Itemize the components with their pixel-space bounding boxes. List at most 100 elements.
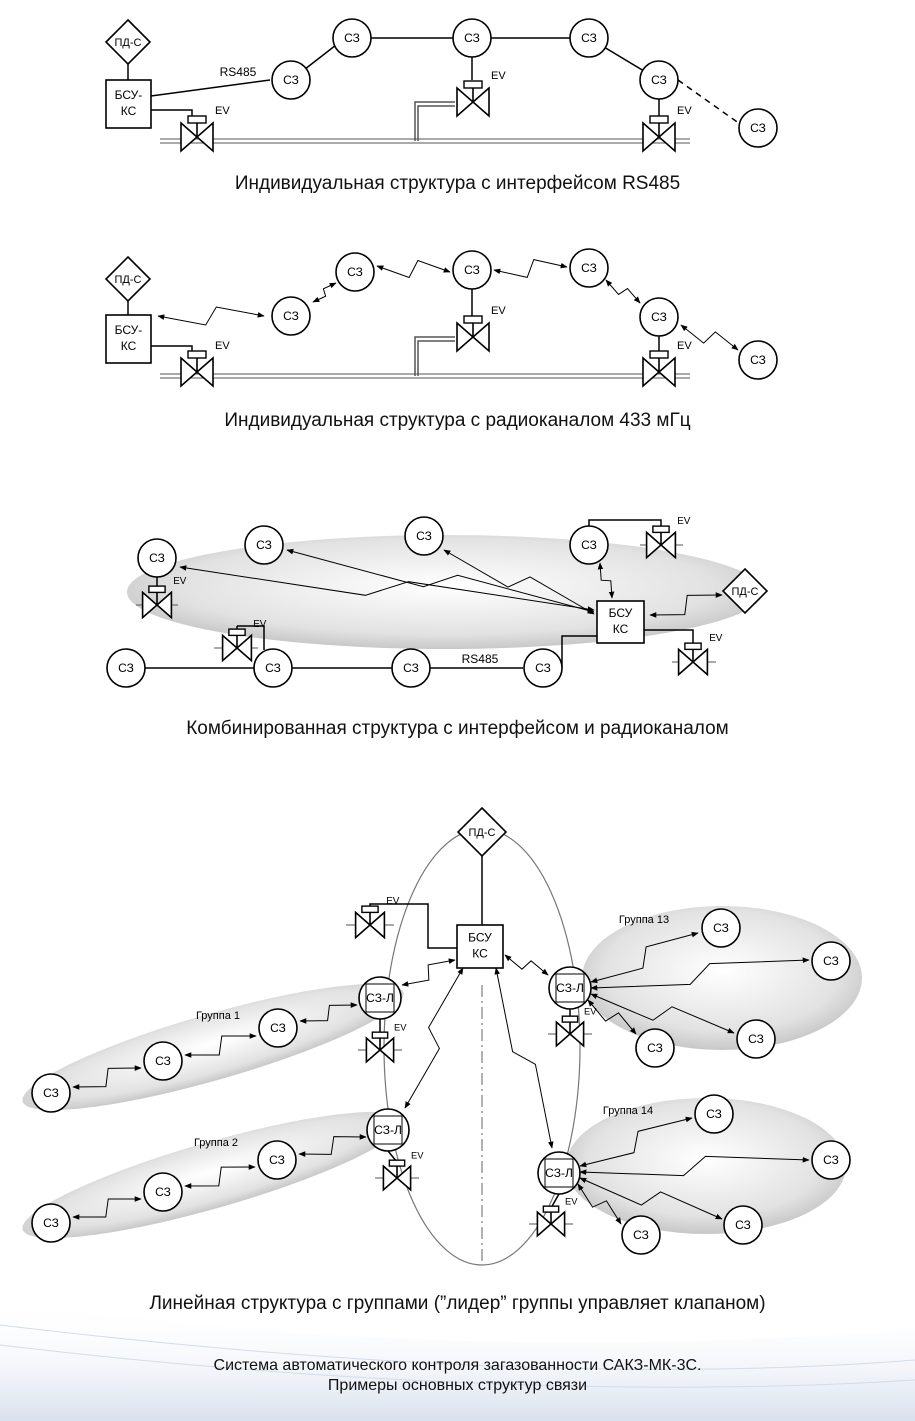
valve-label: EV xyxy=(386,896,400,907)
sensor-circle xyxy=(143,1172,183,1212)
controller-node: БСУ-КС xyxy=(105,79,152,129)
valve-left xyxy=(180,121,199,153)
rs485-line xyxy=(561,635,597,668)
leader-square xyxy=(555,973,585,1003)
group-label: Группа 1 xyxy=(196,1010,240,1022)
rs485-link xyxy=(150,79,271,97)
valve-label: EV xyxy=(411,1150,424,1160)
valve-left xyxy=(645,530,663,560)
controller-node: БСУ-КС xyxy=(105,314,152,364)
group-1-zone xyxy=(22,983,404,1111)
radio-link xyxy=(680,324,739,351)
background-waves xyxy=(0,1300,915,1421)
valve-actuator xyxy=(388,1159,406,1167)
valve-left xyxy=(642,356,661,388)
sensor-label: СЗ xyxy=(269,1153,285,1167)
sensor-label: СЗ xyxy=(265,661,281,675)
valve-actuator xyxy=(463,80,483,89)
sensor-label: СЗ xyxy=(344,31,360,45)
sensor-node: СЗ xyxy=(257,1140,297,1180)
sensor-node: СЗ xyxy=(523,648,563,688)
sensor-label: СЗ xyxy=(43,1086,59,1100)
sensor-circle xyxy=(335,252,375,292)
panel-node: ПД-С xyxy=(104,255,152,303)
sensor-node: СЗ xyxy=(736,1019,776,1059)
valve-right xyxy=(235,633,253,663)
sensor-label: СЗ xyxy=(464,263,480,277)
sensor-label: СЗ xyxy=(748,1032,764,1046)
sensor-circle xyxy=(569,18,609,58)
sensor-label: СЗ xyxy=(403,661,419,675)
radio-link xyxy=(312,282,337,303)
sensor-node: СЗ xyxy=(271,60,311,100)
sensor-label: СЗ xyxy=(155,1054,171,1068)
sensor-label: СЗ xyxy=(713,921,729,935)
caption-radio-structure: Индивидуальная структура с радиоканалом … xyxy=(224,410,691,431)
panel-label: ПД-С xyxy=(115,274,142,286)
valve-actuator xyxy=(187,115,207,124)
radio-link xyxy=(579,1155,810,1177)
valve-node: EV xyxy=(221,619,267,663)
leader-circle xyxy=(366,1108,410,1152)
sensor-node: СЗ xyxy=(639,297,679,337)
sensor-node: СЗ xyxy=(404,516,444,556)
valve-right xyxy=(568,1020,585,1048)
sensor-circle xyxy=(332,18,372,58)
sensor-node: СЗ xyxy=(569,18,609,58)
valve-label: EV xyxy=(584,1006,597,1016)
valve-actuator xyxy=(542,1205,560,1213)
valve-node: EV xyxy=(180,105,230,153)
sensor-circle xyxy=(723,1205,763,1245)
valve-left xyxy=(365,1036,382,1064)
sensor-circle xyxy=(271,296,311,336)
sensor-label: СЗ xyxy=(735,1218,751,1232)
valve-actuator xyxy=(463,315,483,324)
radio-link xyxy=(157,306,265,326)
leader-label: СЗ-Л xyxy=(366,991,394,1005)
radio-link xyxy=(72,1065,142,1090)
valve-node: EV xyxy=(642,105,692,153)
sensor-node: СЗ xyxy=(635,1028,675,1068)
valve-right xyxy=(195,121,214,153)
radio-link xyxy=(605,279,641,304)
controller-label-top: БСУ xyxy=(609,606,633,620)
sensor-label: СЗ xyxy=(651,73,667,87)
valve-left xyxy=(354,910,372,940)
valve-node: EV xyxy=(645,516,691,560)
valve-node: EV xyxy=(456,70,506,118)
sensor-circle xyxy=(106,648,146,688)
sensor-node: СЗ xyxy=(694,1094,734,1134)
valve-node: EV xyxy=(536,1196,578,1238)
sensor-label: СЗ xyxy=(256,538,272,552)
radio-link xyxy=(493,259,568,278)
panel-diamond xyxy=(456,806,508,858)
valve-actuator xyxy=(148,585,166,594)
valve-label: EV xyxy=(677,516,691,527)
sensor-node: СЗ xyxy=(701,908,741,948)
leader-label: СЗ-Л xyxy=(545,1166,573,1180)
sensor-node: СЗ xyxy=(621,1215,661,1255)
sensor-label: СЗ xyxy=(581,538,597,552)
valve-actuator xyxy=(187,350,207,359)
valve-right xyxy=(368,910,386,940)
bus-label: RS485 xyxy=(220,65,257,79)
sensor-circle xyxy=(452,18,492,58)
valve-node: EV xyxy=(141,576,187,620)
sensor-label: СЗ xyxy=(581,31,597,45)
radio-link xyxy=(376,259,451,279)
sensor-circle xyxy=(738,340,778,380)
valve-actuator xyxy=(228,628,246,637)
sensor-label: СЗ xyxy=(750,121,766,135)
controller-label-bottom: КС xyxy=(121,104,137,118)
panel-label: ПД-С xyxy=(115,37,142,49)
sensor-node: СЗ xyxy=(253,648,293,688)
valve-left xyxy=(180,356,199,388)
sensor-circle xyxy=(811,941,851,981)
radio-link xyxy=(443,549,595,615)
sensor-label: СЗ xyxy=(283,309,299,323)
valve-label: EV xyxy=(215,105,230,117)
sensor-circle xyxy=(811,1140,851,1180)
leader-sensor-node: СЗ-Л xyxy=(537,1151,581,1195)
sensor-node: СЗ xyxy=(271,296,311,336)
